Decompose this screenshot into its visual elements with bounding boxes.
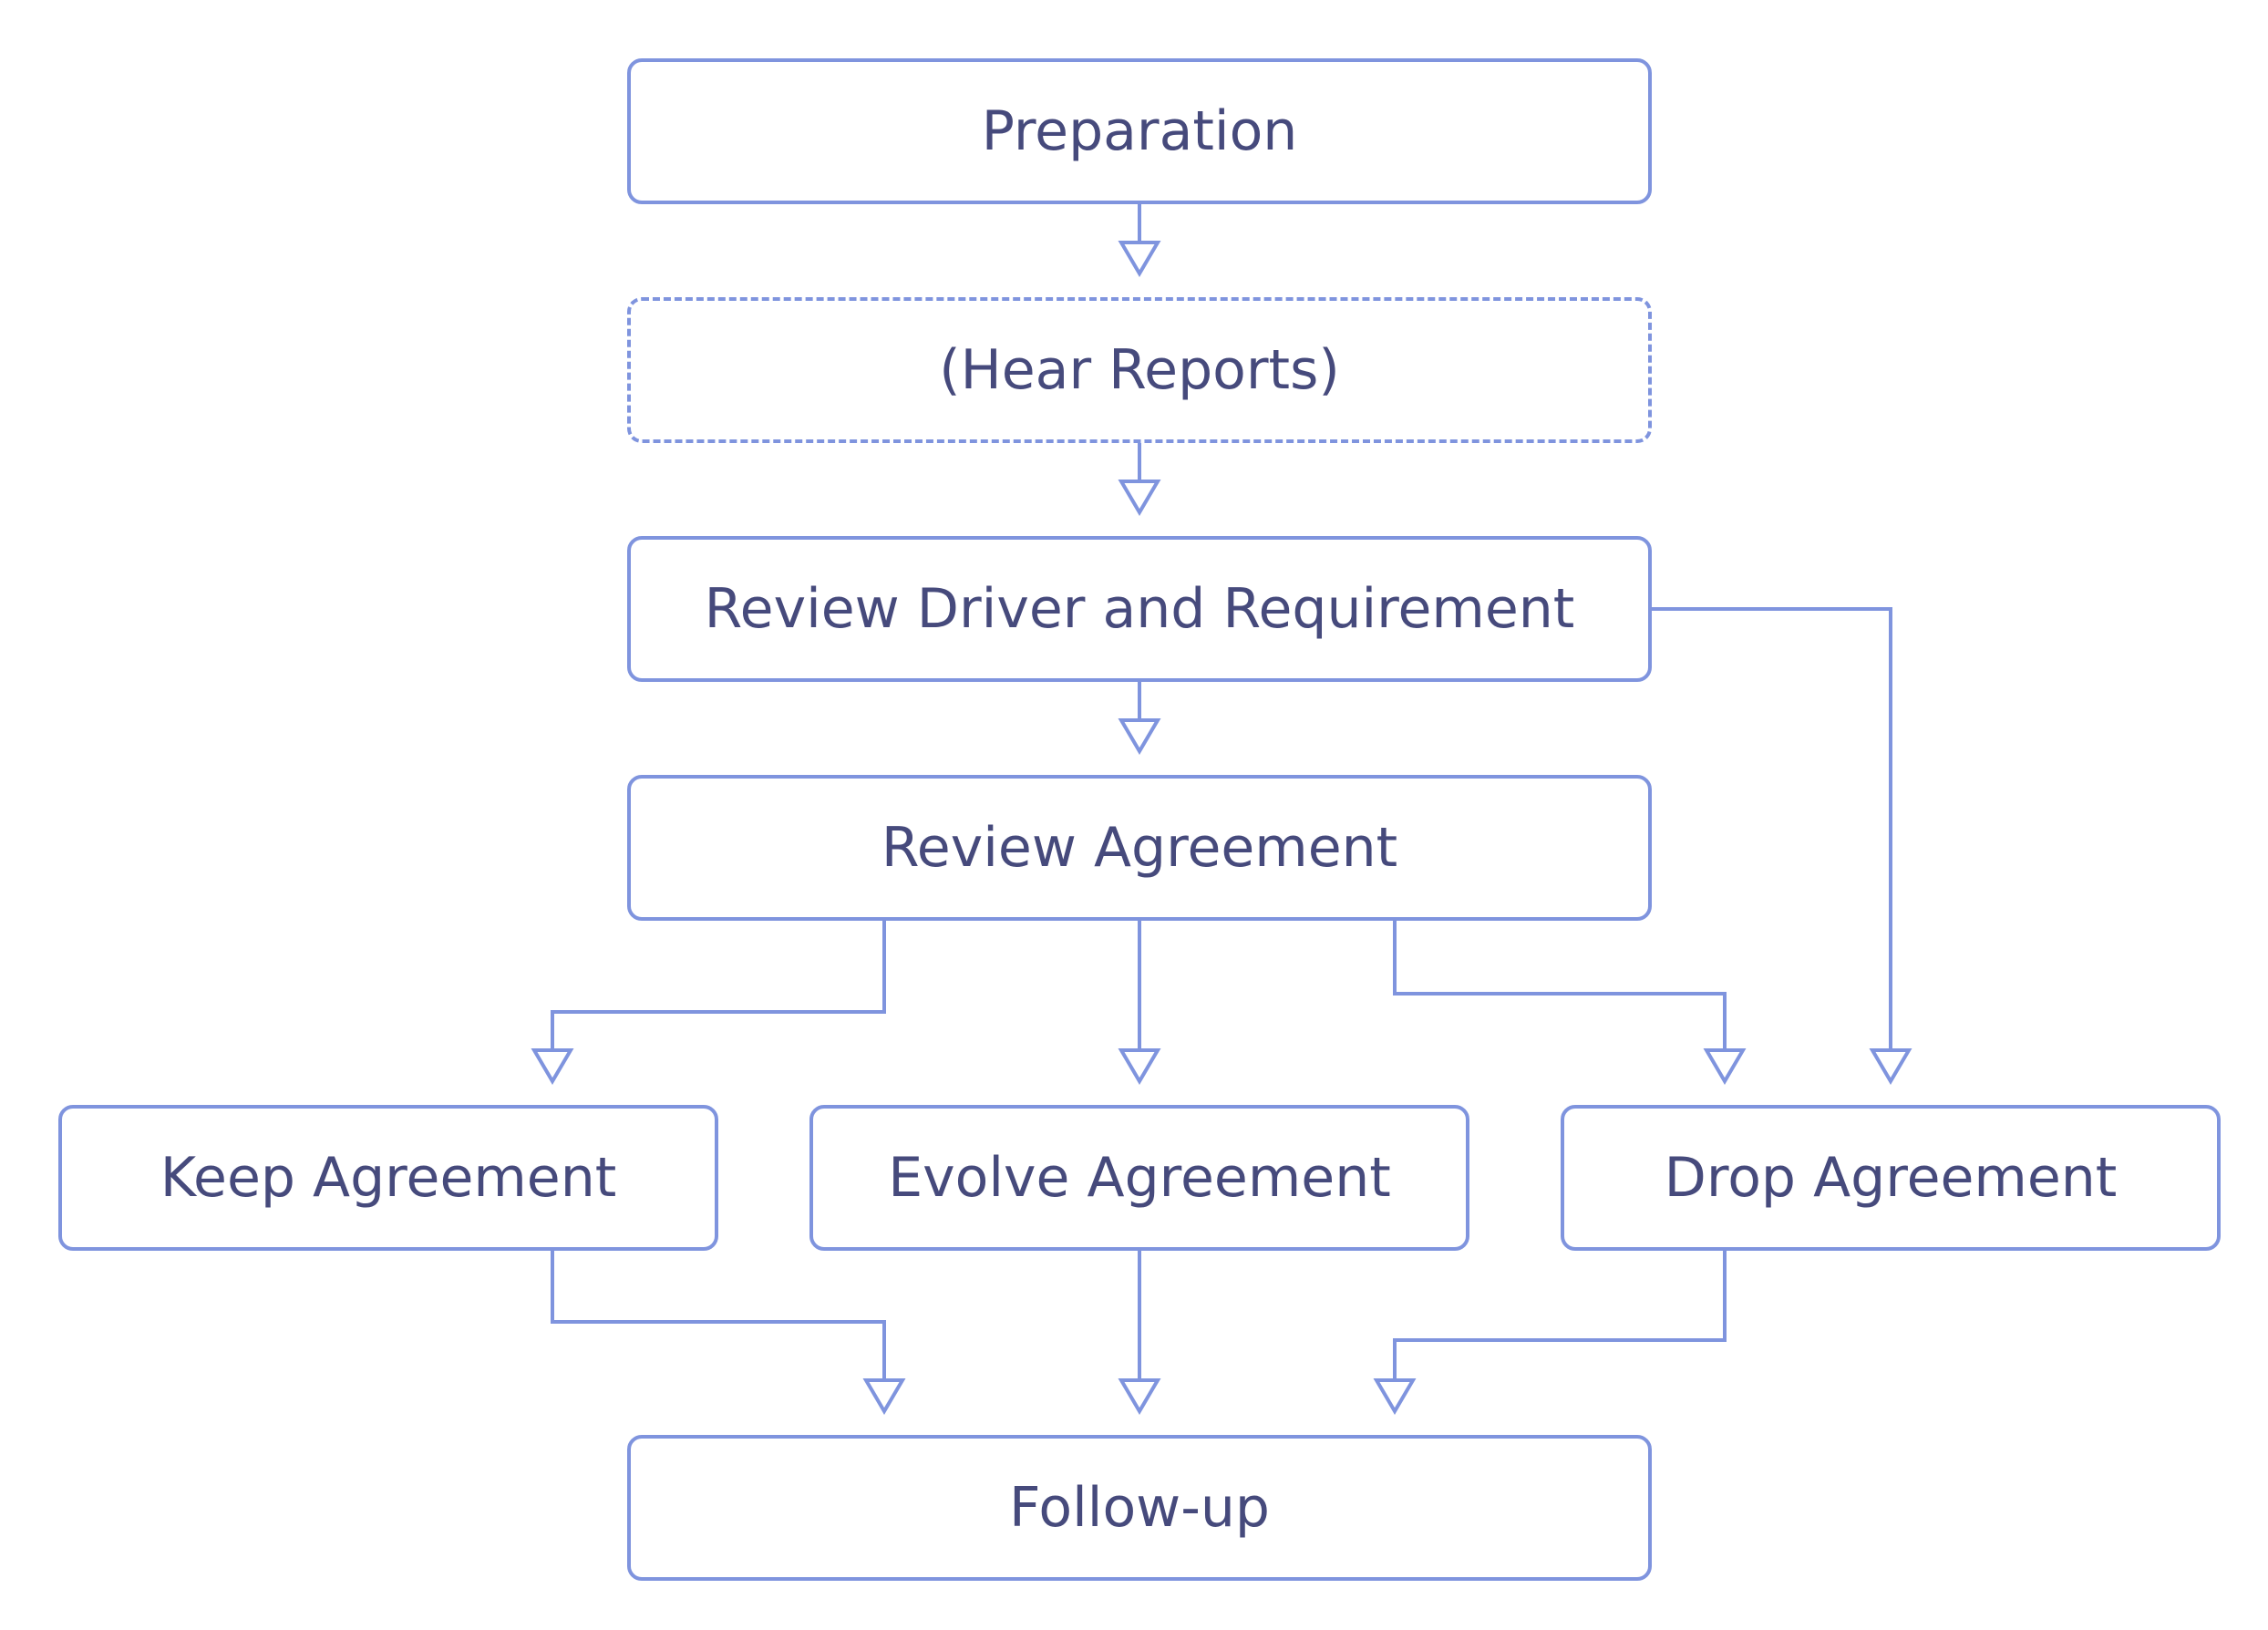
edge-review-agreement-to-keep-agreement (531, 921, 886, 1085)
edge-review-driver-to-drop-agreement (1652, 607, 1912, 1085)
node-hear-reports: (Hear Reports) (627, 297, 1652, 443)
edge-preparation-to-hear-reports (1118, 204, 1161, 277)
node-follow-up: Follow-up (627, 1435, 1652, 1581)
node-follow-up-label: Follow-up (1009, 1476, 1270, 1540)
edge-keep-agreement-to-follow-up (551, 1251, 906, 1415)
arrowhead-icon (531, 1048, 574, 1085)
arrowhead-icon (1118, 480, 1161, 516)
node-evolve-agreement-label: Evolve Agreement (888, 1146, 1391, 1210)
node-drop-agreement: Drop Agreement (1561, 1105, 2221, 1251)
arrowhead-icon (1703, 1048, 1747, 1085)
arrowhead-icon (1118, 1048, 1161, 1085)
connector-line (1393, 1251, 1727, 1411)
node-hear-reports-label: (Hear Reports) (939, 338, 1340, 402)
connector-line (1393, 921, 1727, 1081)
arrowhead-icon (1118, 241, 1161, 277)
connector-line (551, 921, 886, 1081)
node-evolve-agreement: Evolve Agreement (809, 1105, 1469, 1251)
edge-review-agreement-to-evolve-agreement (1118, 921, 1161, 1085)
edge-review-agreement-to-drop-agreement (1393, 921, 1747, 1085)
edge-review-driver-to-review-agreement (1118, 682, 1161, 755)
connector-line (1652, 607, 1892, 1081)
node-review-agreement: Review Agreement (627, 775, 1652, 921)
arrowhead-icon (1373, 1378, 1417, 1415)
connector-line (551, 1251, 886, 1411)
node-review-agreement-label: Review Agreement (881, 816, 1398, 880)
node-preparation-label: Preparation (981, 99, 1298, 163)
node-review-driver-and-requirement: Review Driver and Requirement (627, 536, 1652, 682)
node-preparation: Preparation (627, 58, 1652, 204)
edge-hear-reports-to-review-driver (1118, 443, 1161, 516)
edge-drop-agreement-to-follow-up (1373, 1251, 1727, 1415)
edge-evolve-agreement-to-follow-up (1118, 1251, 1161, 1415)
node-keep-agreement: Keep Agreement (58, 1105, 718, 1251)
arrowhead-icon (1118, 718, 1161, 755)
arrowhead-icon (862, 1378, 906, 1415)
node-drop-agreement-label: Drop Agreement (1664, 1146, 2118, 1210)
node-keep-agreement-label: Keep Agreement (160, 1146, 617, 1210)
arrowhead-icon (1118, 1378, 1161, 1415)
node-review-driver-and-requirement-label: Review Driver and Requirement (704, 577, 1575, 641)
arrowhead-icon (1869, 1048, 1912, 1085)
